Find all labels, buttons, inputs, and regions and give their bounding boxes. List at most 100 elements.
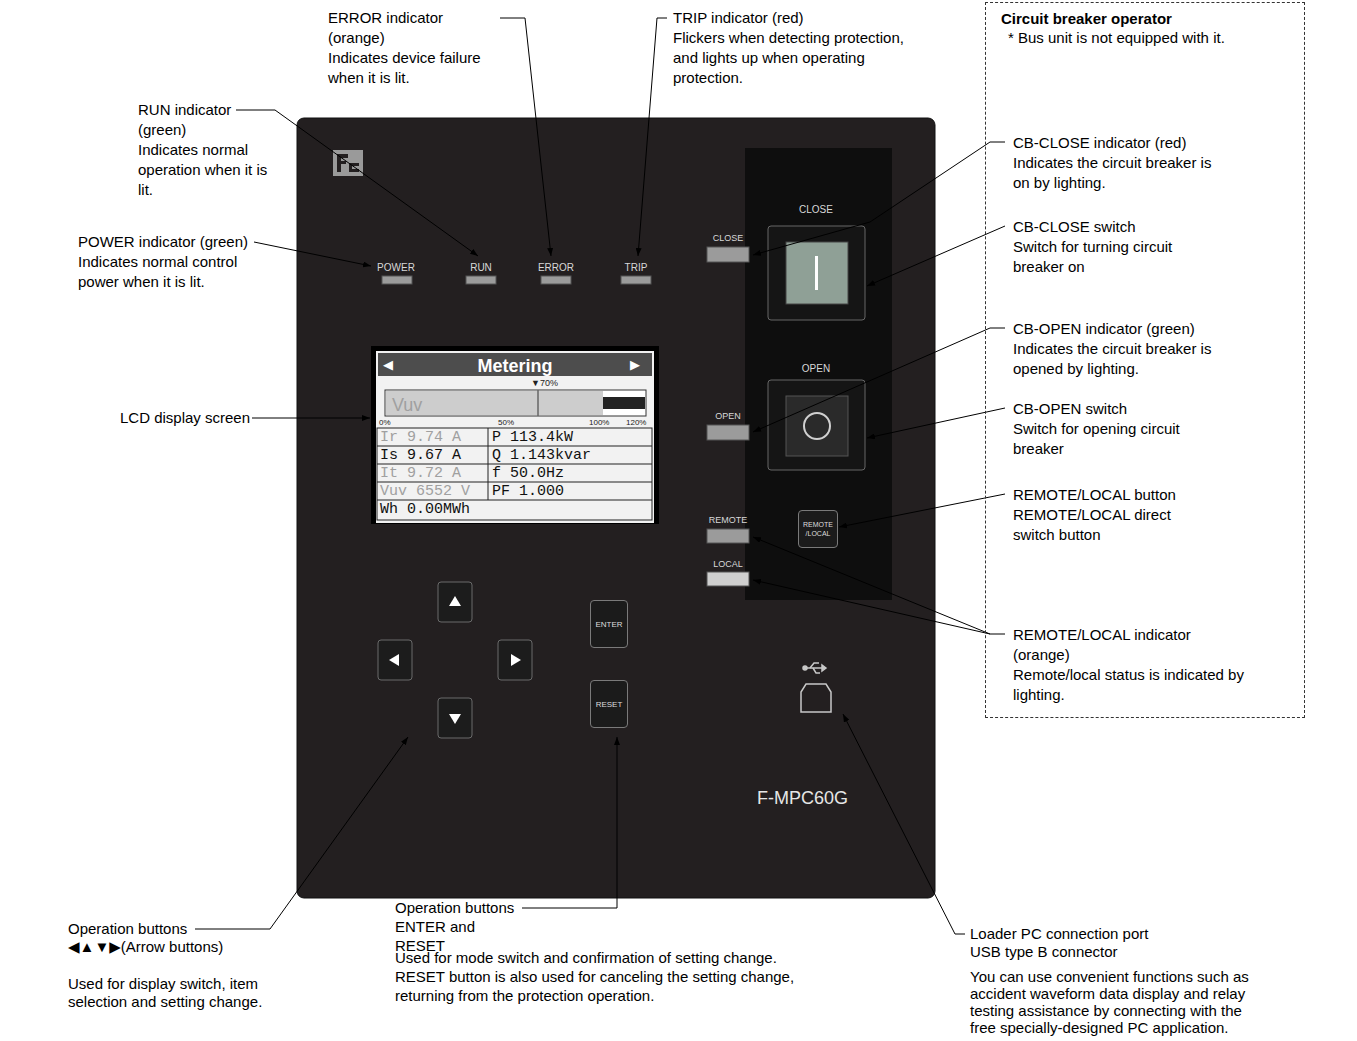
callout-text: POWER indicator (green) <box>78 232 268 252</box>
usb-port <box>803 666 807 670</box>
arrow-glyphs <box>389 654 399 666</box>
maker-logo <box>349 163 359 166</box>
open-switch <box>786 396 848 456</box>
indicator-led <box>541 276 571 284</box>
arrow-buttons <box>438 698 472 738</box>
remote-local-button: REMOTE /LOCAL <box>798 510 838 548</box>
arrow-glyphs <box>389 596 521 724</box>
indicator-led <box>707 572 749 586</box>
callout-text: REMOTE/LOCAL button <box>1013 485 1283 505</box>
indicator-led <box>382 276 412 284</box>
leader-line <box>638 18 667 256</box>
lcd-text: P 113.4kW <box>492 429 573 447</box>
leader-line <box>753 142 1005 255</box>
callout-text: Flickers when detecting protection, and … <box>673 28 905 88</box>
lcd-text: 50% <box>498 417 514 428</box>
panel-body <box>745 148 892 600</box>
callout-text: REMOTE/LOCAL direct switch button <box>1013 505 1183 545</box>
close-switch <box>768 226 865 320</box>
lcd-text: 0% <box>379 417 391 428</box>
maker-logo <box>333 150 363 176</box>
panel-label: OPEN <box>791 362 841 375</box>
panel-label: CLOSE <box>703 232 753 244</box>
callout-text: CB-OPEN indicator (green) <box>1013 319 1283 339</box>
callout-text: Remote/local status is indicated by ligh… <box>1013 665 1253 705</box>
lcd-frame <box>371 346 659 524</box>
panel-label: TRIP <box>611 261 661 274</box>
callout-text: Indicates normal control power when it i… <box>78 252 268 292</box>
lcd-text: Wh 0.00MWh <box>380 501 470 519</box>
callout-text: Circuit breaker operator <box>1001 9 1172 29</box>
panel-body <box>297 118 935 898</box>
callout-text: REMOTE/LOCAL indicator (orange) <box>1013 625 1203 665</box>
leader-line <box>195 737 408 929</box>
callout-text: * Bus unit is not equipped with it. <box>1008 28 1298 48</box>
panel-label: RUN <box>456 261 506 274</box>
lcd-frame <box>537 390 539 416</box>
leader-line <box>236 110 478 256</box>
usb-port <box>806 667 826 669</box>
lcd-text: ▼70% <box>531 377 558 389</box>
lcd-text: PF 1.000 <box>492 483 564 501</box>
leader-line <box>522 737 617 908</box>
lcd-text: Metering <box>440 354 590 378</box>
lcd-text: Vuv <box>392 393 422 417</box>
button-label: REMOTE /LOCAL <box>800 520 836 538</box>
button-label: ENTER <box>592 619 626 630</box>
usb-port <box>810 663 819 668</box>
close-switch <box>786 242 848 304</box>
leader-line <box>839 494 1005 527</box>
lcd-frame <box>371 346 659 524</box>
callout-text: Indicates device failure when it is lit. <box>328 48 508 88</box>
enter-button: ENTER <box>590 600 628 648</box>
relay-front-panel: POWER RUN ERROR TRIP CLOSE CLOSE OPEN OPEN REMOT… <box>297 118 935 898</box>
usb-port <box>813 668 820 673</box>
lcd-text: f 50.0Hz <box>492 465 564 483</box>
callout-text: Used for mode switch and confirmation of… <box>395 948 820 1005</box>
lcd-text: 120% <box>626 417 646 428</box>
indicator-led <box>707 425 749 440</box>
button-label: RESET <box>592 699 626 710</box>
lcd-text: 100% <box>589 417 609 428</box>
lcd-text: Q 1.143kvar <box>492 447 591 465</box>
lcd-text: Ir 9.74 A <box>380 429 461 447</box>
callout-text: Used for display switch, item selection … <box>68 975 278 1011</box>
panel-label: CLOSE <box>791 203 841 216</box>
close-switch <box>815 256 818 290</box>
callout-text: Indicates the circuit breaker is opened … <box>1013 339 1218 379</box>
lcd-frame <box>376 351 654 523</box>
open-switch <box>804 413 830 439</box>
lcd-text: Is 9.67 A <box>380 447 461 465</box>
indicator-led <box>621 276 651 284</box>
lcd-display-screen: ◀Metering▶▼70%Vuv0%50%100%120%Ir 9.74 AP… <box>373 348 657 524</box>
leader-line <box>254 242 371 266</box>
panel-label: REMOTE <box>703 514 753 526</box>
panel-label: OPEN <box>703 410 753 422</box>
maker-logo <box>337 154 348 158</box>
indicator-led <box>707 247 749 262</box>
panel-body <box>297 118 935 898</box>
panel-label: POWER <box>371 261 421 274</box>
panel-label: LOCAL <box>703 558 753 570</box>
lcd-frame <box>488 428 489 500</box>
callout-text: Switch for turning circuit breaker on <box>1013 237 1218 277</box>
callout-text: ERROR indicator (orange) <box>328 8 453 48</box>
leader-line <box>753 580 990 634</box>
usb-port <box>801 663 831 712</box>
panel-label: ERROR <box>531 261 581 274</box>
arrow-buttons <box>438 582 472 622</box>
open-switch <box>768 380 865 470</box>
callout-text: RUN indicator (green) <box>138 100 243 140</box>
maker-logo <box>349 169 359 172</box>
maker-logo <box>337 154 341 172</box>
callout-text: TRIP indicator (red) <box>673 8 913 28</box>
close-switch <box>768 226 865 320</box>
open-switch <box>768 380 865 470</box>
callout-text: CB-CLOSE switch <box>1013 217 1283 237</box>
arrow-glyphs <box>449 596 461 606</box>
lcd-text: It 9.72 A <box>380 465 461 483</box>
arrow-buttons <box>378 582 532 738</box>
lcd-text: ◀ <box>383 356 393 373</box>
lcd-frame <box>377 428 652 520</box>
